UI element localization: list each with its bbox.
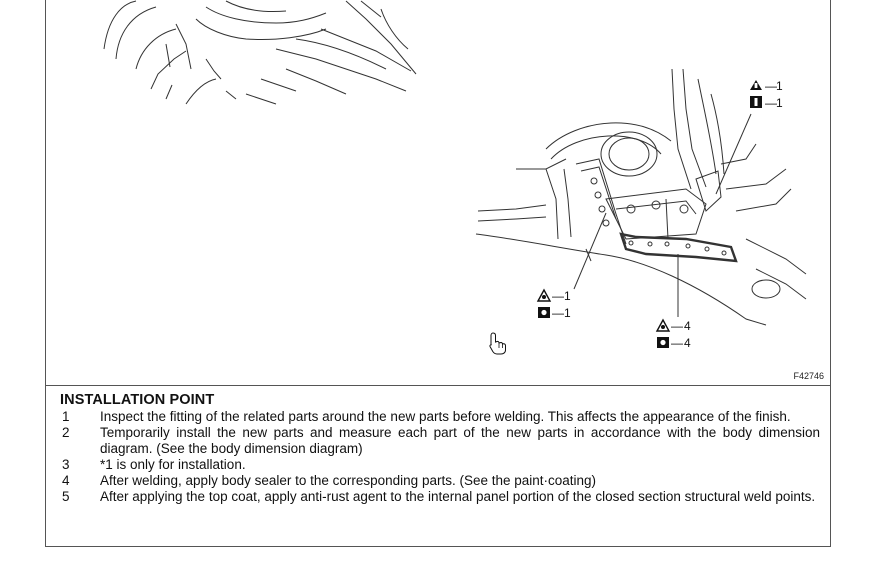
step-text: After applying the top coat, apply anti-…	[100, 489, 816, 504]
list-item: 1 Inspect the fitting of the related par…	[60, 409, 820, 425]
callout-value: 1	[776, 79, 783, 93]
weld-square-dot-icon	[538, 307, 550, 318]
figure-code: F42746	[793, 371, 824, 381]
step-number: 2	[62, 425, 70, 440]
vehicle-panel-diagram: — 1 — 1 — 1	[103, 0, 807, 355]
step-number: 4	[62, 473, 70, 488]
installation-point-section: INSTALLATION POINT 1 Inspect the fitting…	[60, 392, 820, 505]
callout-top-right: — 1 — 1	[750, 79, 783, 110]
callout-value: 4	[684, 336, 691, 350]
step-text: Temporarily install the new parts and me…	[100, 425, 820, 456]
step-text: After welding, apply body sealer to the …	[100, 473, 597, 488]
weld-triangle-dot-icon	[536, 288, 552, 302]
callout-bottom: — 4 — 4	[655, 318, 691, 350]
steps-list: 1 Inspect the fitting of the related par…	[60, 409, 820, 505]
svg-text:—: —	[765, 79, 777, 93]
illustration-area: — 1 — 1 — 1	[46, 0, 830, 385]
list-item: 3 *1 is only for installation.	[60, 457, 820, 473]
weld-triangle-icon	[750, 80, 762, 90]
i-bar-square-icon	[750, 96, 762, 108]
leader-line-top-right	[715, 113, 752, 195]
list-item: 2 Temporarily install the new parts and …	[60, 425, 820, 457]
step-text: Inspect the fitting of the related parts…	[100, 409, 791, 424]
list-item: 5 After applying the top coat, apply ant…	[60, 489, 820, 505]
section-title: INSTALLATION POINT	[60, 392, 215, 408]
weld-triangle-dot-icon	[655, 318, 671, 332]
upper-left-drawing	[103, 0, 417, 105]
callout-value: 4	[684, 319, 691, 333]
svg-text:—: —	[765, 96, 777, 110]
section-divider	[46, 385, 830, 386]
callout-left: — 1 — 1	[536, 288, 571, 320]
main-part-drawing	[475, 68, 807, 326]
step-number: 1	[62, 409, 70, 424]
leader-line-left	[573, 212, 607, 290]
document-frame: — 1 — 1 — 1	[45, 0, 831, 547]
callout-value: 1	[776, 96, 783, 110]
svg-text:—: —	[671, 319, 683, 333]
callout-value: 1	[564, 306, 571, 320]
step-number: 5	[62, 489, 70, 504]
list-item: 4 After welding, apply body sealer to th…	[60, 473, 820, 489]
step-text: *1 is only for installation.	[100, 457, 246, 472]
weld-square-dot-icon	[657, 337, 669, 348]
hand-pointer-icon	[489, 332, 506, 355]
step-number: 3	[62, 457, 70, 472]
svg-text:—: —	[671, 336, 683, 350]
callout-value: 1	[564, 289, 571, 303]
svg-text:—: —	[552, 306, 564, 320]
svg-text:—: —	[552, 289, 564, 303]
